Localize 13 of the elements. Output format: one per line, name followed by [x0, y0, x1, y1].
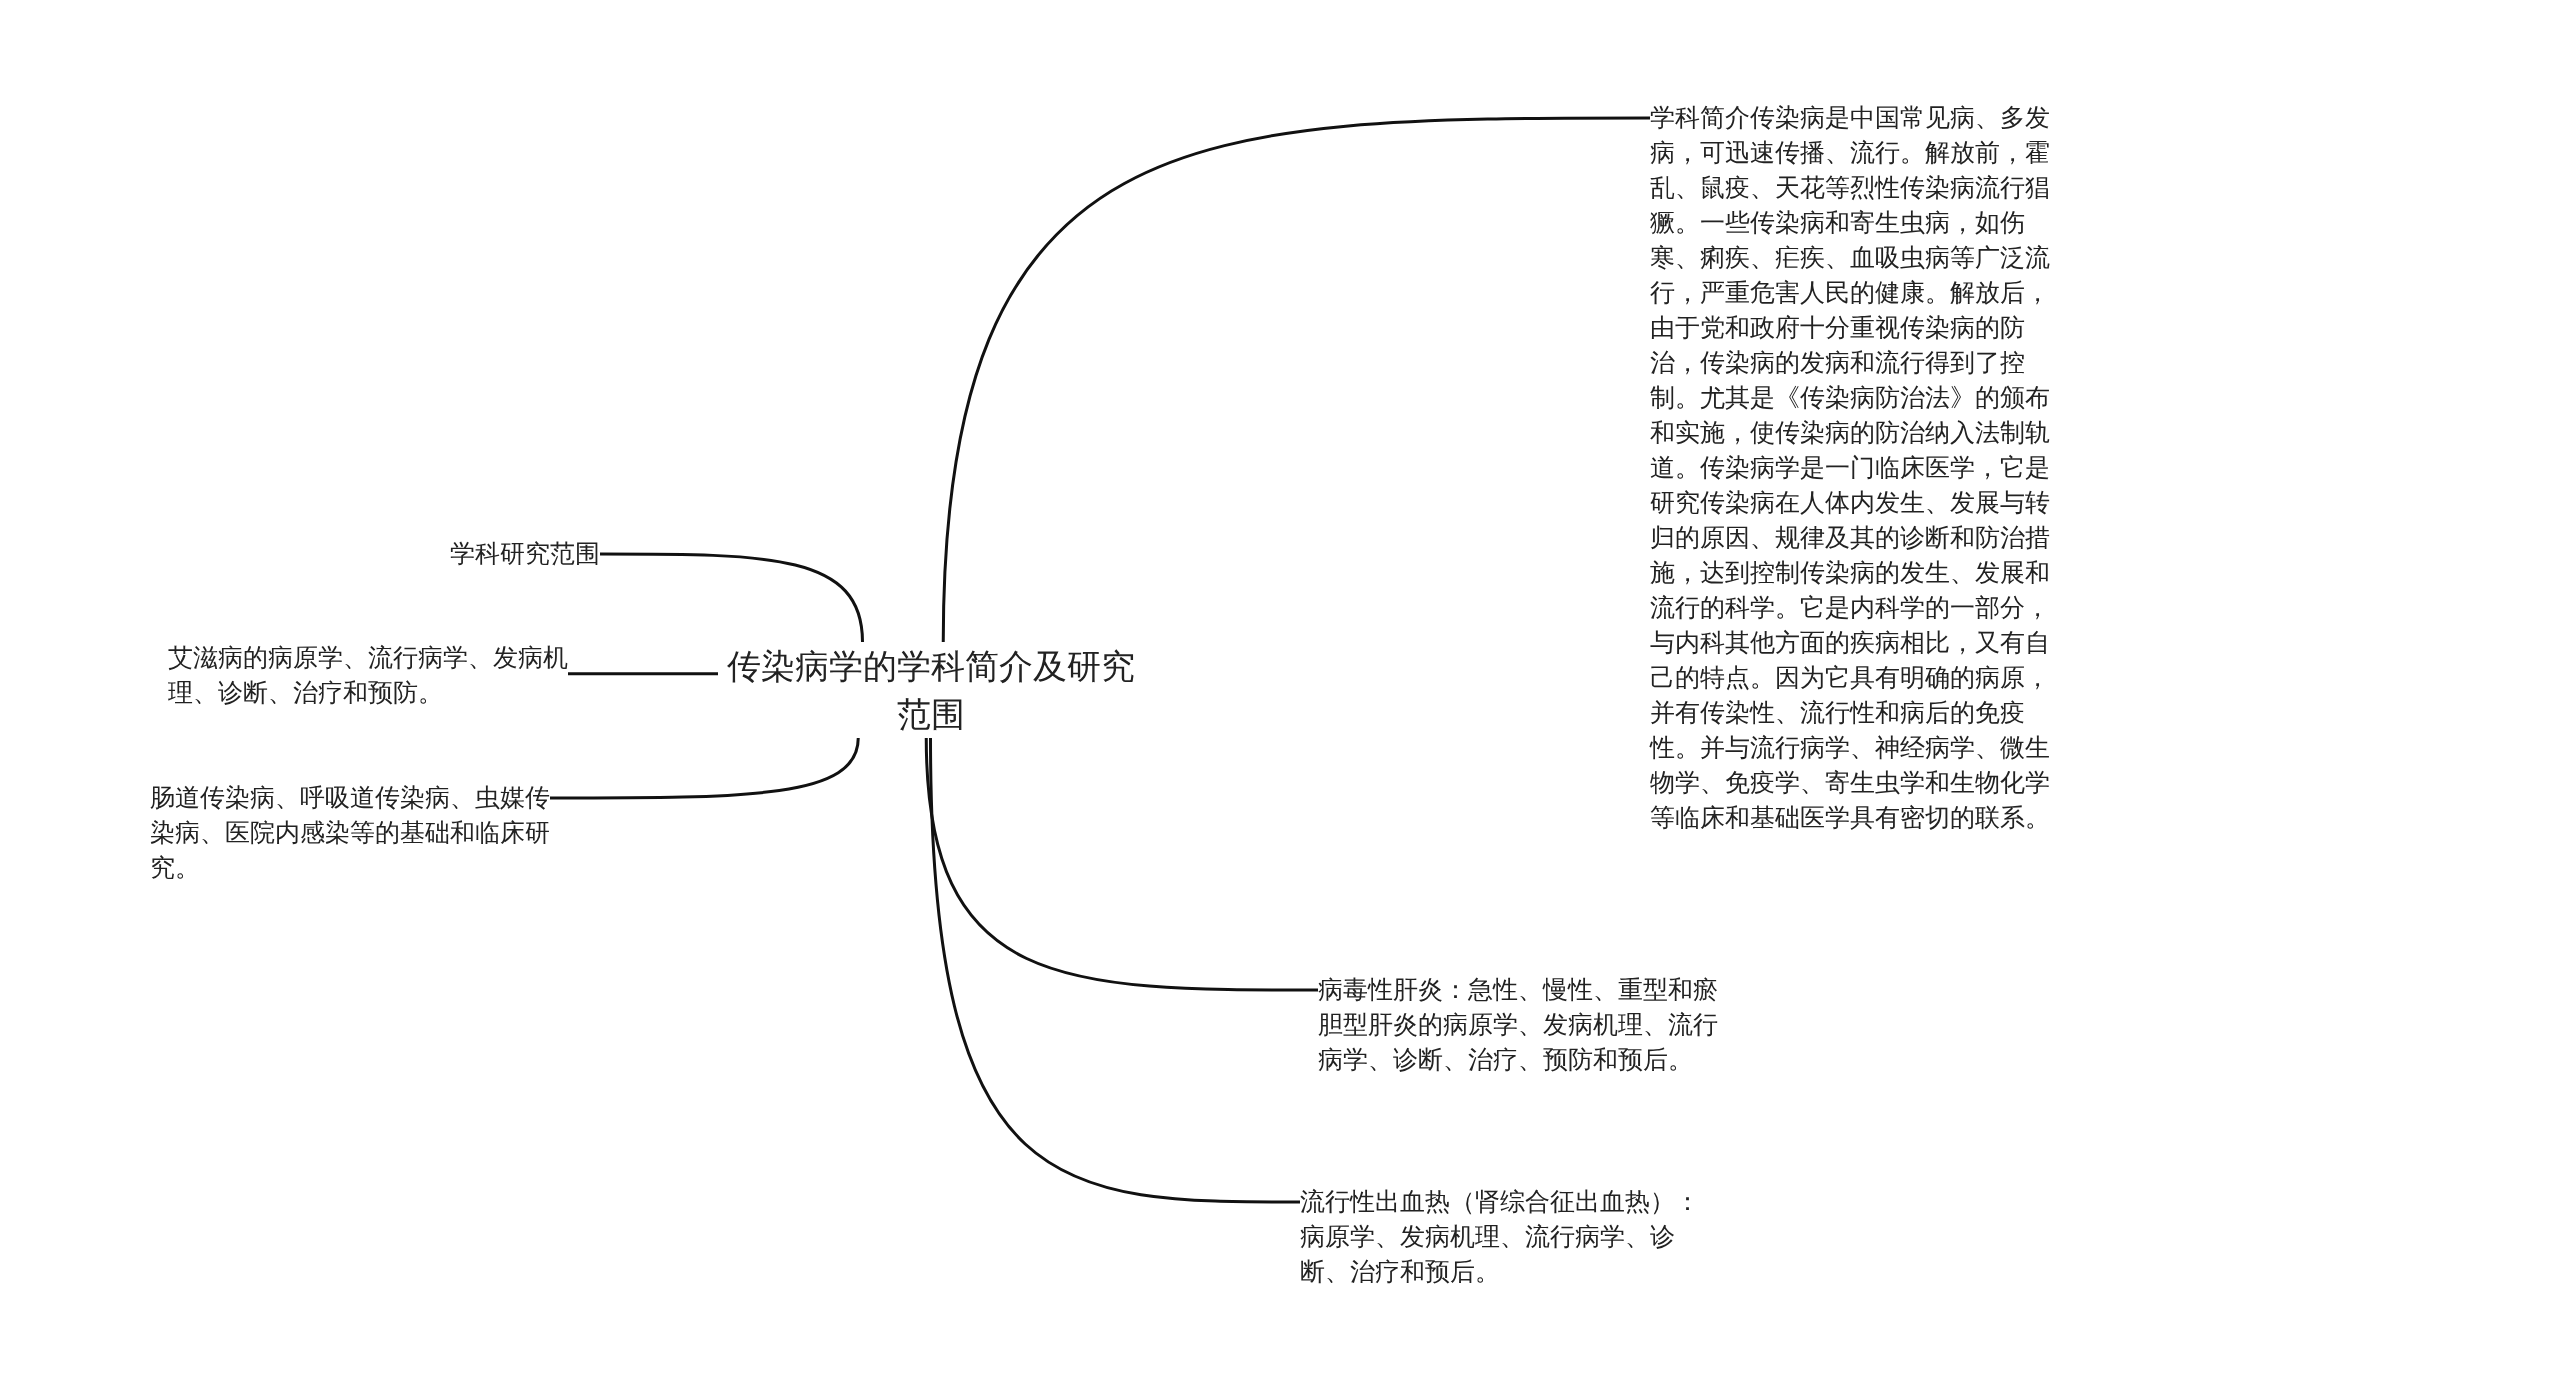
branch-text: 肠道传染病、呼吸道传染病、虫媒传染病、医院内感染等的基础和临床研究。	[150, 780, 550, 885]
branch-line	[600, 552, 864, 643]
branch-text: 学科研究范围	[420, 536, 600, 571]
branch-text: 艾滋病的病原学、流行病学、发病机理、诊断、治疗和预防。	[168, 640, 568, 710]
central-topic: 传染病学的学科简介及研究范围	[718, 642, 1143, 738]
branch-line	[929, 737, 1300, 1204]
branch-line	[550, 737, 860, 800]
branch-line	[941, 116, 1650, 643]
branch-text: 学科简介传染病是中国常见病、多发病，可迅速传播、流行。解放前，霍乱、鼠疫、天花等烈性传染病流行猖獗。一些传染病和寄生虫病，如伤寒、痢疾、疟疾、血吸虫病等广泛流行，严重危害人民的健康。解放后，由于党和政府十分重视传染病的防治，传染病的发病和流行得到了控制。尤其是《传染病防治法》的颁布和实施，使传染病的防治纳入法制轨道。传染病学是一门临床医学，它是研究传染病在人体内发生、发展与转归的原因、规律及其的诊断和防治措施，达到控制传染病的发生、发展和流行的科学。它是内科学的一部分，与内科其他方面的疾病相比，又有自己的特点。因为它具有明确的病原，并有传染性、流行性和病后的免疫性。并与流行病学、神经病学、微生物学、免疫学、寄生虫学和生物化学等临床和基础医学具有密切的联系。	[1650, 100, 2050, 835]
branch-text: 流行性出血热（肾综合征出血热）：病原学、发病机理、流行病学、诊断、治疗和预后。	[1300, 1184, 1700, 1289]
branch-line	[568, 672, 718, 676]
branch-line	[924, 737, 1318, 992]
branch-text: 病毒性肝炎：急性、慢性、重型和瘀胆型肝炎的病原学、发病机理、流行病学、诊断、治疗、预防和预后。	[1318, 972, 1718, 1077]
